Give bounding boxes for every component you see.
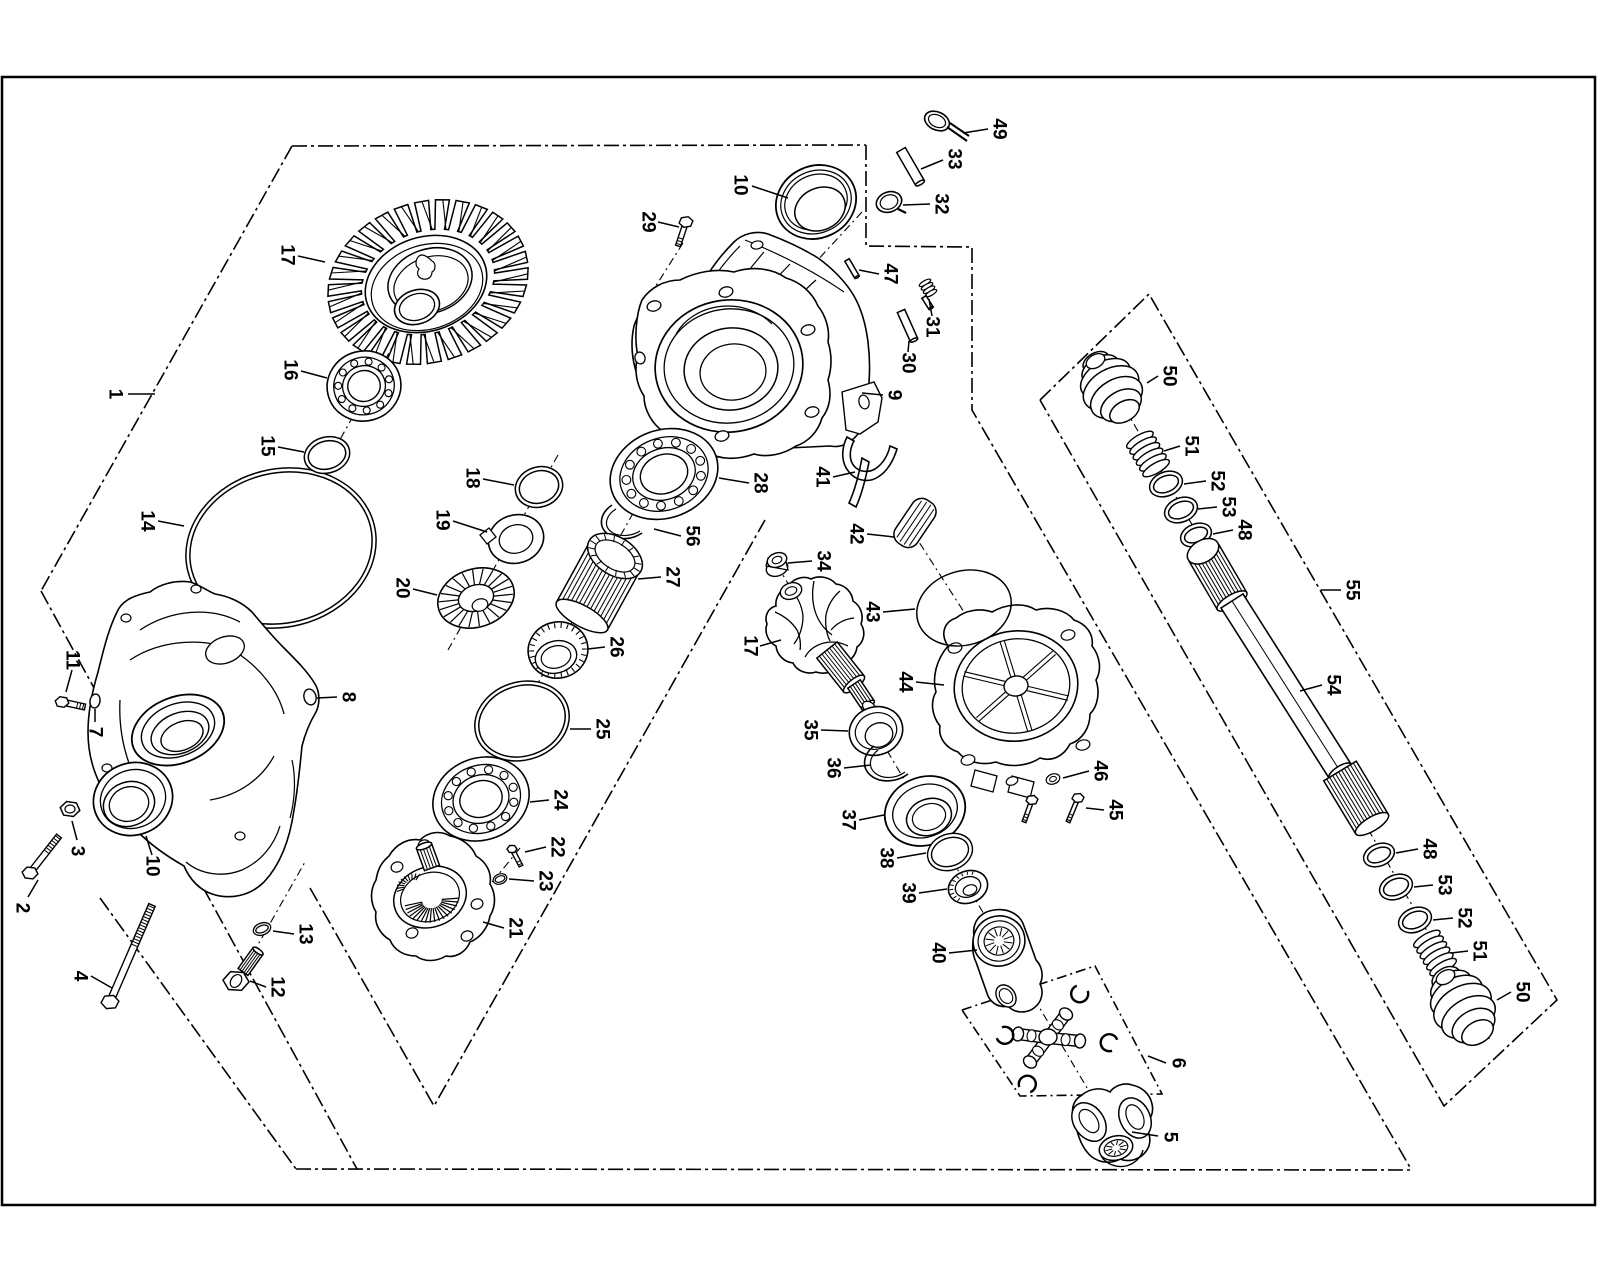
svg-text:10: 10 bbox=[142, 855, 163, 876]
svg-text:40: 40 bbox=[928, 942, 949, 963]
svg-text:14: 14 bbox=[137, 510, 158, 532]
svg-text:12: 12 bbox=[267, 976, 288, 997]
svg-text:5: 5 bbox=[1160, 1132, 1181, 1143]
svg-text:4: 4 bbox=[70, 971, 91, 982]
svg-text:51: 51 bbox=[1469, 940, 1490, 962]
svg-text:54: 54 bbox=[1323, 674, 1344, 696]
svg-text:20: 20 bbox=[392, 577, 413, 598]
svg-text:48: 48 bbox=[1419, 838, 1440, 859]
svg-text:52: 52 bbox=[1207, 470, 1228, 491]
svg-text:31: 31 bbox=[922, 316, 943, 338]
svg-text:49: 49 bbox=[989, 118, 1010, 139]
svg-text:48: 48 bbox=[1234, 519, 1255, 540]
svg-text:46: 46 bbox=[1090, 760, 1111, 781]
svg-text:50: 50 bbox=[1512, 981, 1533, 1002]
svg-text:13: 13 bbox=[295, 923, 316, 944]
svg-text:11: 11 bbox=[62, 650, 83, 671]
svg-text:6: 6 bbox=[1168, 1058, 1189, 1069]
svg-text:25: 25 bbox=[592, 718, 613, 740]
svg-text:33: 33 bbox=[944, 148, 965, 169]
svg-text:24: 24 bbox=[550, 789, 571, 811]
svg-text:16: 16 bbox=[280, 359, 301, 380]
svg-text:51: 51 bbox=[1181, 435, 1202, 457]
svg-text:50: 50 bbox=[1159, 365, 1180, 386]
svg-text:19: 19 bbox=[432, 509, 453, 530]
svg-text:44: 44 bbox=[895, 671, 916, 693]
svg-text:22: 22 bbox=[547, 836, 568, 857]
svg-text:2: 2 bbox=[12, 903, 33, 914]
svg-text:55: 55 bbox=[1342, 579, 1363, 601]
svg-text:52: 52 bbox=[1454, 907, 1475, 928]
svg-text:32: 32 bbox=[931, 193, 952, 214]
svg-text:26: 26 bbox=[606, 636, 627, 657]
svg-text:42: 42 bbox=[846, 523, 867, 544]
svg-text:10: 10 bbox=[730, 174, 751, 195]
svg-text:15: 15 bbox=[257, 435, 278, 457]
svg-text:43: 43 bbox=[862, 601, 883, 622]
svg-text:29: 29 bbox=[638, 211, 659, 232]
svg-text:21: 21 bbox=[505, 917, 526, 939]
svg-text:23: 23 bbox=[535, 870, 556, 891]
svg-text:53: 53 bbox=[1434, 874, 1455, 895]
svg-text:36: 36 bbox=[823, 757, 844, 778]
svg-text:47: 47 bbox=[880, 263, 901, 284]
svg-text:17: 17 bbox=[277, 244, 298, 265]
svg-text:27: 27 bbox=[662, 566, 683, 587]
svg-text:34: 34 bbox=[813, 550, 834, 572]
svg-text:53: 53 bbox=[1218, 496, 1239, 517]
svg-text:1: 1 bbox=[105, 389, 126, 400]
svg-text:8: 8 bbox=[338, 692, 359, 703]
svg-text:17: 17 bbox=[740, 635, 761, 656]
svg-text:41: 41 bbox=[812, 466, 833, 488]
svg-text:18: 18 bbox=[462, 467, 483, 488]
svg-text:3: 3 bbox=[67, 846, 88, 857]
svg-text:35: 35 bbox=[800, 719, 821, 741]
svg-text:7: 7 bbox=[85, 727, 106, 738]
svg-text:30: 30 bbox=[898, 352, 919, 373]
svg-text:39: 39 bbox=[898, 882, 919, 903]
svg-text:45: 45 bbox=[1105, 799, 1126, 821]
svg-text:56: 56 bbox=[682, 525, 703, 546]
svg-text:28: 28 bbox=[750, 472, 771, 493]
svg-text:38: 38 bbox=[876, 847, 897, 868]
svg-text:37: 37 bbox=[838, 809, 859, 830]
svg-text:9: 9 bbox=[884, 390, 905, 401]
